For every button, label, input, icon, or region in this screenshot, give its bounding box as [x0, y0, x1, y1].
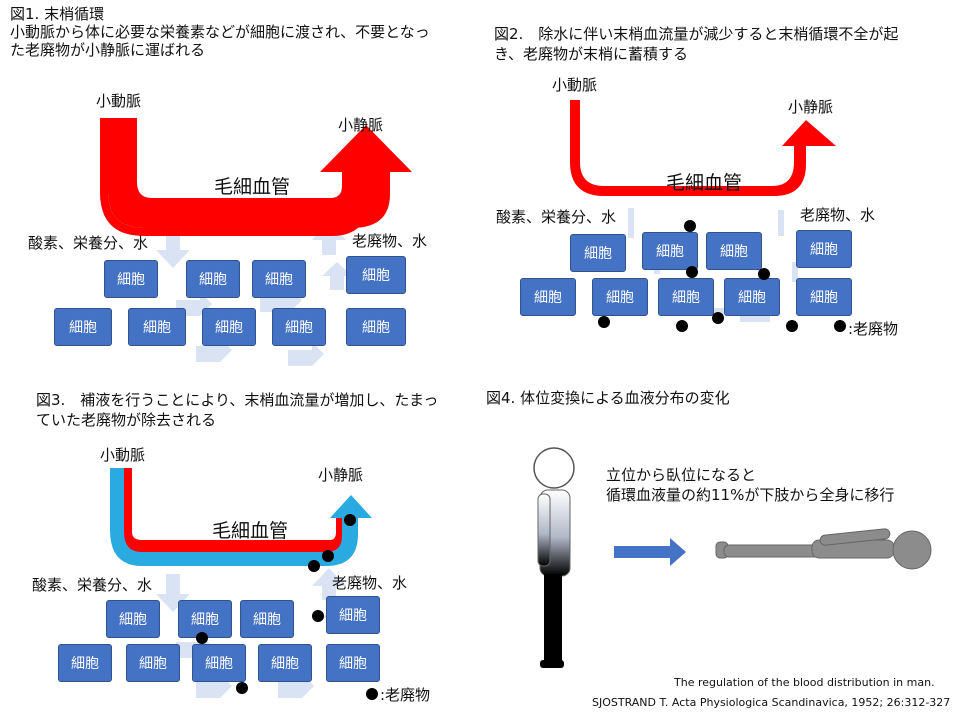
fig2-cell: 細胞 [658, 278, 714, 316]
fig2-vein-label: 小静脈 [788, 98, 834, 116]
fig2-legend-dot [834, 320, 846, 332]
fig2-waste-dot [598, 316, 610, 328]
lying-figure [715, 528, 932, 570]
fig2-cell: 細胞 [642, 232, 698, 270]
fig3-waste-dot [308, 560, 320, 572]
fig3-cell: 細胞 [126, 644, 180, 682]
fig4-arrow [614, 538, 686, 566]
fig3-cell: 細胞 [106, 600, 160, 638]
fig2-waste-dot [712, 312, 724, 324]
fig2-supply-label: 酸素、栄養分、水 [496, 208, 617, 226]
fig3-artery-label: 小動脈 [100, 446, 146, 464]
fig1-caption-line1: 小動脈から体に必要な栄養素などが細胞に渡され、不要となっ [10, 23, 430, 41]
fig3-legend-label: :老廃物 [380, 686, 431, 704]
fig2-waste-label: 老廃物、水 [800, 206, 876, 224]
fig1-cell: 細胞 [104, 260, 158, 298]
fig3-vessel-flow [110, 468, 372, 566]
fig1-vein-label: 小静脈 [338, 116, 384, 134]
fig3-cell: 細胞 [192, 644, 246, 682]
fig4-reference-title: The regulation of the blood distribution… [674, 676, 935, 689]
fig2-cell: 細胞 [570, 234, 626, 272]
fig2-cell: 細胞 [592, 278, 648, 316]
fig2-cell: 細胞 [520, 278, 576, 316]
fig3-legend-dot [366, 688, 378, 700]
fig2-caption-line2: き、老廃物が末梢に蓄積する [494, 45, 688, 63]
fig3-cell: 細胞 [326, 644, 380, 682]
fig1-capillary-label: 毛細血管 [214, 176, 291, 198]
fig1-caption-line2: た老廃物が小静脈に運ばれる [10, 41, 206, 59]
fig1-title: 図1. 末梢循環 [10, 5, 105, 23]
fig1-waste-label: 老廃物、水 [352, 232, 428, 250]
fig1-cell: 細胞 [202, 308, 256, 346]
fig3-waste-dot [236, 682, 248, 694]
fig1-cell: 細胞 [346, 308, 406, 346]
fig2-cell: 細胞 [796, 278, 852, 316]
fig4-title: 図4. 体位変換による血液分布の変化 [486, 389, 730, 407]
fig2-waste-dot [686, 266, 698, 278]
fig1-cell: 細胞 [272, 308, 326, 346]
fig3-caption-line1: 図3. 補液を行うことにより、末梢血流量が増加し、たまっ [36, 391, 439, 409]
fig1-cell: 細胞 [128, 308, 186, 346]
fig3-capillary-label: 毛細血管 [212, 520, 289, 542]
fig2-waste-dot [758, 268, 770, 280]
fig3-waste-dot [344, 514, 356, 526]
fig3-waste-dot [312, 610, 324, 622]
fig3-cell: 細胞 [240, 600, 294, 638]
fig2-cell: 細胞 [724, 278, 780, 316]
fig2-cell: 細胞 [706, 232, 762, 270]
fig3-cell: 細胞 [326, 596, 380, 634]
fig2-waste-dot [684, 220, 696, 232]
fig1-cell: 細胞 [252, 260, 306, 298]
fig3-vessel [124, 468, 342, 552]
fig3-cell: 細胞 [178, 600, 232, 638]
fig2-legend-label: :老廃物 [848, 320, 899, 338]
fig2-waste-dot [786, 320, 798, 332]
fig1-supply-label: 酸素、栄養分、水 [28, 234, 149, 252]
fig1-cell: 細胞 [186, 260, 240, 298]
fig2-capillary-label: 毛細血管 [666, 172, 743, 194]
standing-figure [533, 447, 575, 668]
fig4-text-line1: 立位から臥位になると [606, 466, 757, 484]
fig1-cell: 細胞 [346, 256, 406, 294]
fig3-cell: 細胞 [58, 644, 112, 682]
fig2-artery-label: 小動脈 [552, 76, 598, 94]
fig3-supply-label: 酸素、栄養分、水 [32, 576, 153, 594]
fig2-cell: 細胞 [796, 230, 852, 268]
fig3-cell: 細胞 [258, 644, 312, 682]
fig2-waste-dot [676, 320, 688, 332]
fig4-text-line2: 循環血液量の約11%が下肢から全身に移行 [606, 486, 895, 504]
fig1-artery-label: 小動脈 [96, 92, 142, 110]
fig1-cell: 細胞 [54, 308, 112, 346]
fig4-reference-citation: SJOSTRAND T. Acta Physiologica Scandinav… [592, 696, 951, 709]
fig3-caption-line2: ていた老廃物が除去される [36, 411, 217, 429]
fig3-waste-dot [196, 632, 208, 644]
fig3-waste-label: 老廃物、水 [332, 574, 408, 592]
fig3-waste-dot [322, 550, 334, 562]
fig2-vessel [570, 100, 836, 196]
fig2-caption-line1: 図2. 除水に伴い末梢血流量が減少すると末梢循環不全が起 [494, 25, 899, 43]
fig3-vein-label: 小静脈 [318, 466, 364, 484]
